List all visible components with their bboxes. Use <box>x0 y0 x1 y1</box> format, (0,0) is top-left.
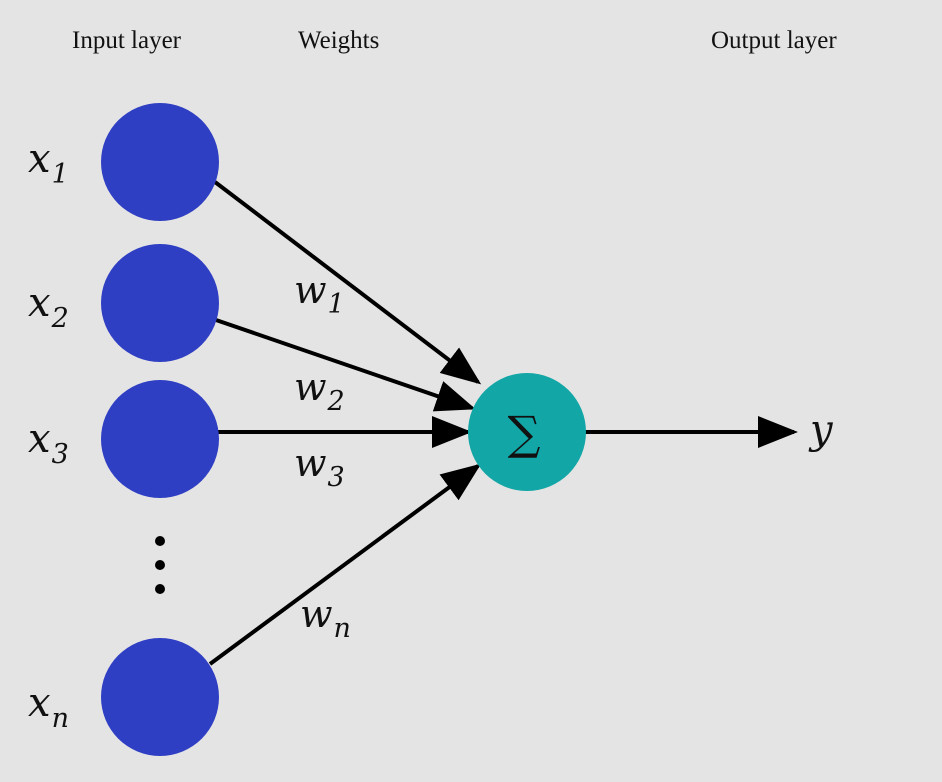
weight-label-wn: wn <box>300 592 351 644</box>
ellipsis-dot-2 <box>155 560 165 570</box>
summation-symbol: ∑ <box>508 406 541 460</box>
weights-heading: Weights <box>298 27 379 54</box>
output-label-y: y <box>808 407 834 453</box>
input-label-x3: x3 <box>28 416 69 470</box>
input-label-xn: xn <box>28 680 69 734</box>
input-layer-heading: Input layer <box>72 27 182 54</box>
edge-x1-to-sum <box>213 180 482 385</box>
summation-node <box>468 373 586 491</box>
edge-x2-to-sum <box>215 318 476 412</box>
ellipsis-dot-3 <box>155 584 165 594</box>
edge-xn-to-sum <box>208 463 482 666</box>
ellipsis-dots <box>155 536 165 594</box>
ellipsis-dot-1 <box>155 536 165 546</box>
input-node-x3 <box>101 380 219 498</box>
input-node-x1 <box>101 103 219 221</box>
input-label-x1: x1 <box>28 136 69 190</box>
weight-label-w2: w2 <box>294 365 345 417</box>
input-label-x2: x2 <box>28 280 69 334</box>
input-node-x2 <box>101 244 219 362</box>
weight-label-w1: w1 <box>294 268 345 320</box>
weight-label-w3: w3 <box>294 441 345 493</box>
input-node-xn <box>101 638 219 756</box>
output-layer-heading: Output layer <box>711 27 837 54</box>
